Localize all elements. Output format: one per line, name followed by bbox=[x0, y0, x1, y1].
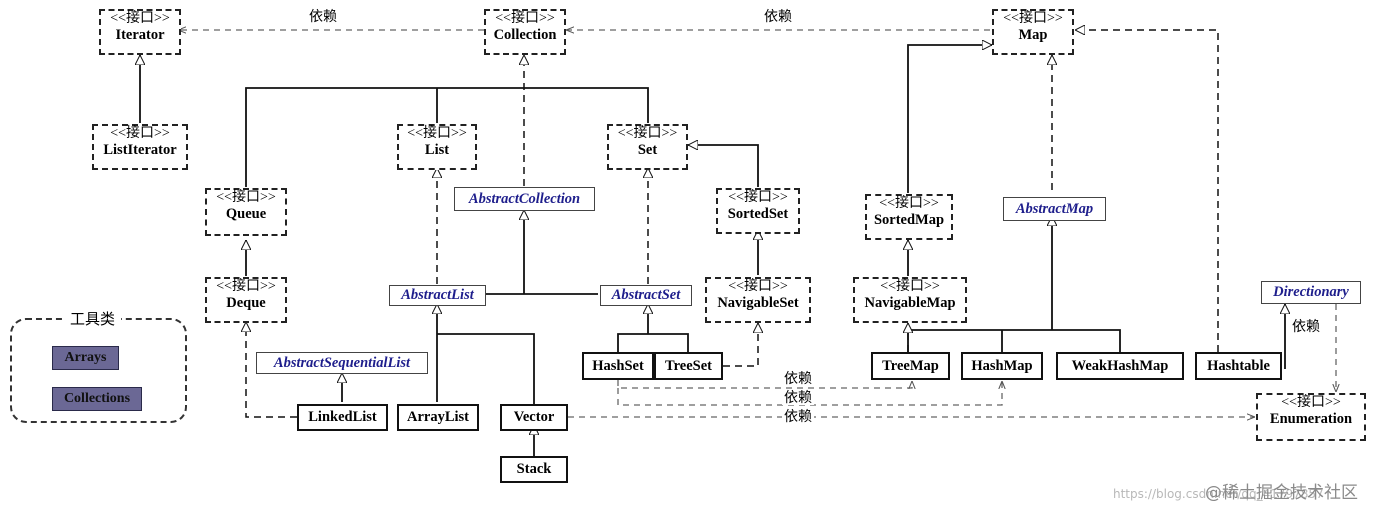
dependency-label: 依赖 bbox=[1290, 319, 1322, 335]
interface-iterator[interactable]: <<接口>> Iterator bbox=[99, 9, 181, 55]
interface-name: Queue bbox=[225, 206, 267, 223]
interface-deque[interactable]: <<接口>> Deque bbox=[205, 277, 287, 323]
dashed-realization-edges bbox=[246, 30, 1219, 418]
interface-enumeration[interactable]: <<接口>> Enumeration bbox=[1256, 393, 1366, 441]
class-linked-list[interactable]: LinkedList bbox=[297, 404, 388, 431]
class-tree-set[interactable]: TreeSet bbox=[654, 352, 723, 380]
abstract-class-abstract-sequential-list[interactable]: AbstractSequentialList bbox=[256, 352, 428, 374]
stereotype-label: <<接口>> bbox=[216, 190, 276, 205]
interface-navigable-set[interactable]: <<接口>> NavigableSet bbox=[705, 277, 811, 323]
interface-sorted-set[interactable]: <<接口>> SortedSet bbox=[716, 188, 800, 234]
dependency-label: 依赖 bbox=[782, 390, 814, 406]
tool-class-arrays[interactable]: Arrays bbox=[52, 346, 119, 370]
interface-set[interactable]: <<接口>> Set bbox=[607, 124, 688, 170]
interface-navigable-map[interactable]: <<接口>> NavigableMap bbox=[853, 277, 967, 323]
class-hashtable[interactable]: Hashtable bbox=[1195, 352, 1282, 380]
stereotype-label: <<接口>> bbox=[1003, 11, 1063, 26]
class-vector[interactable]: Vector bbox=[500, 404, 568, 431]
interface-name: Enumeration bbox=[1269, 411, 1353, 428]
stereotype-label: <<接口>> bbox=[1281, 395, 1341, 410]
class-tree-map[interactable]: TreeMap bbox=[871, 352, 950, 380]
interface-name: Iterator bbox=[115, 27, 165, 44]
stereotype-label: <<接口>> bbox=[617, 126, 678, 141]
interface-name: Collection bbox=[493, 27, 557, 44]
interface-name: Deque bbox=[226, 295, 266, 312]
tool-class-collections[interactable]: Collections bbox=[52, 387, 142, 411]
stereotype-label: <<接口>> bbox=[110, 126, 170, 141]
interface-map[interactable]: <<接口>> Map bbox=[992, 9, 1074, 55]
stereotype-label: <<接口>> bbox=[728, 279, 788, 294]
solid-inheritance-edges bbox=[140, 45, 1285, 456]
stereotype-label: <<接口>> bbox=[495, 11, 555, 26]
interface-list[interactable]: <<接口>> List bbox=[397, 124, 477, 170]
abstract-class-abstract-set[interactable]: AbstractSet bbox=[600, 285, 692, 306]
stereotype-label: <<接口>> bbox=[880, 279, 940, 294]
dependency-label: 依赖 bbox=[782, 371, 814, 387]
dependency-label: 依赖 bbox=[782, 409, 814, 425]
stereotype-label: <<接口>> bbox=[110, 11, 170, 26]
tools-group-title: 工具类 bbox=[64, 308, 122, 329]
dependency-label: 依赖 bbox=[307, 9, 339, 25]
interface-sorted-map[interactable]: <<接口>> SortedMap bbox=[865, 194, 953, 240]
interface-name: SortedSet bbox=[727, 206, 789, 223]
watermark-brand: @稀土掘金技术社区 bbox=[1205, 483, 1358, 503]
watermark-url: https://blog.csdn.net/qq_41797857 bbox=[1113, 487, 1324, 501]
stereotype-label: <<接口>> bbox=[407, 126, 467, 141]
interface-name: SortedMap bbox=[873, 212, 945, 229]
stereotype-label: <<接口>> bbox=[879, 196, 939, 211]
class-hash-set[interactable]: HashSet bbox=[582, 352, 654, 380]
dependency-edges bbox=[178, 30, 1336, 417]
interface-name: NavigableMap bbox=[864, 295, 956, 312]
class-stack[interactable]: Stack bbox=[500, 456, 568, 483]
interface-list-iterator[interactable]: <<接口>> ListIterator bbox=[92, 124, 188, 170]
class-array-list[interactable]: ArrayList bbox=[397, 404, 479, 431]
abstract-class-abstract-collection[interactable]: AbstractCollection bbox=[454, 187, 595, 211]
abstract-class-directionary[interactable]: Directionary bbox=[1261, 281, 1361, 304]
interface-name: ListIterator bbox=[103, 142, 177, 159]
dependency-label: 依赖 bbox=[762, 9, 794, 25]
interface-name: Map bbox=[1018, 27, 1048, 44]
abstract-class-abstract-map[interactable]: AbstractMap bbox=[1003, 197, 1106, 221]
interface-name: Set bbox=[637, 142, 658, 159]
class-hash-map[interactable]: HashMap bbox=[961, 352, 1043, 380]
interface-name: List bbox=[424, 142, 450, 159]
class-weak-hash-map[interactable]: WeakHashMap bbox=[1056, 352, 1184, 380]
interface-name: NavigableSet bbox=[717, 295, 799, 312]
stereotype-label: <<接口>> bbox=[216, 279, 276, 294]
interface-collection[interactable]: <<接口>> Collection bbox=[484, 9, 566, 55]
abstract-class-abstract-list[interactable]: AbstractList bbox=[389, 285, 486, 306]
interface-queue[interactable]: <<接口>> Queue bbox=[205, 188, 287, 236]
stereotype-label: <<接口>> bbox=[728, 190, 788, 205]
